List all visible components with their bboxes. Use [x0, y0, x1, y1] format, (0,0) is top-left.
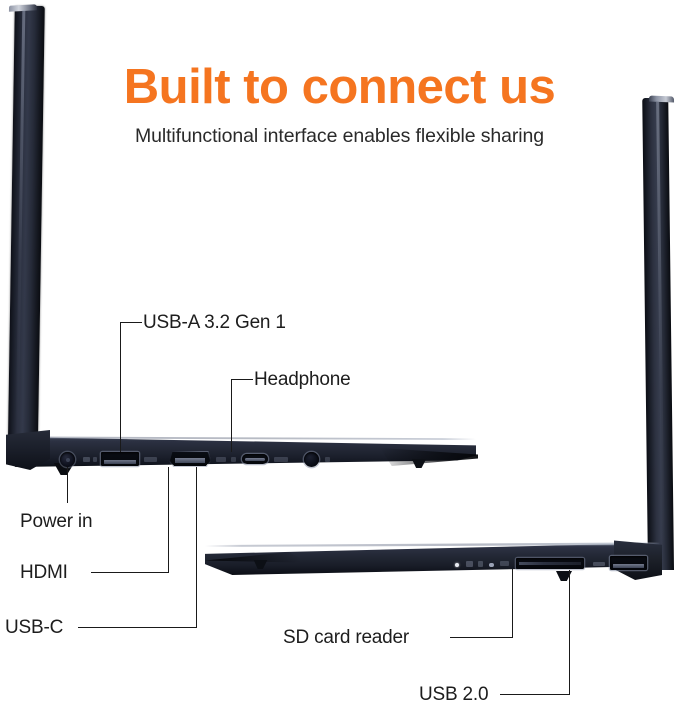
- power-in-port-pin: [65, 457, 70, 462]
- callout-label-usb-2: USB 2.0: [419, 684, 489, 705]
- leader-line-sd-vertical: [512, 569, 514, 638]
- port-icon-power: [83, 457, 90, 462]
- port-icon-power-led: [466, 561, 473, 567]
- headphone-jack: [304, 452, 319, 467]
- callout-label-headphone: Headphone: [254, 369, 351, 390]
- port-icon-small: [231, 457, 236, 462]
- leader-line-hdmi-horizontal: [91, 572, 169, 574]
- leader-line-power-in-vertical: [67, 467, 69, 503]
- callout-label-usb-c: USB-C: [5, 617, 64, 638]
- leader-line-hdmi-vertical: [168, 467, 170, 573]
- laptop-left-side-profile: [6, 4, 478, 475]
- laptop-foot-right-front: [253, 560, 268, 569]
- leader-line-headphone-vertical: [231, 379, 233, 452]
- leader-line-usb-c-vertical: [196, 467, 198, 628]
- status-led-secondary: [489, 562, 494, 567]
- leader-line-headphone-horizontal: [231, 379, 253, 381]
- laptop-base-taper-right: [205, 552, 300, 563]
- laptop-foot-left-rear: [411, 459, 427, 468]
- leader-line-usb-2-horizontal: [500, 694, 570, 696]
- laptop-base-edge-right: [205, 542, 660, 547]
- port-icon-usb-a: [144, 457, 157, 462]
- page-title: Built to connect us: [123, 60, 556, 114]
- usb-c-port-tongue: [245, 457, 265, 461]
- sd-card-reader-inner: [519, 562, 581, 565]
- port-icon-drive-led: [478, 561, 483, 567]
- laptop-base-edge-left: [6, 436, 476, 440]
- port-icon-usb-2: [593, 562, 605, 566]
- page-subtitle: Multifunctional interface enables flexib…: [134, 125, 545, 147]
- callout-label-hdmi: HDMI: [20, 562, 68, 583]
- leader-line-usb-2-vertical: [569, 570, 571, 695]
- callout-label-sd-card-reader: SD card reader: [283, 627, 410, 648]
- port-icon-hdmi: [216, 457, 226, 462]
- hdmi-port-tongue: [175, 458, 205, 463]
- leader-line-usb-a-horizontal: [120, 322, 142, 324]
- port-icon-headphone: [325, 457, 330, 462]
- callout-label-power-in: Power in: [20, 511, 93, 532]
- laptop-lid-top-bevel-right: [648, 95, 675, 103]
- status-led-indicator: [455, 563, 459, 567]
- laptop-foot-right: [556, 571, 572, 581]
- port-icon-sd: [500, 561, 509, 566]
- usb-a-port-tongue: [104, 459, 136, 464]
- leader-line-sd-horizontal: [450, 637, 513, 639]
- port-icon-indicator: [93, 457, 97, 462]
- leader-line-usb-c-horizontal: [78, 627, 197, 629]
- usb-2-port-tongue: [613, 563, 644, 568]
- callout-label-usb-a: USB-A 3.2 Gen 1: [143, 312, 286, 333]
- port-icon-usb-c: [274, 457, 288, 462]
- leader-line-usb-a-vertical: [120, 322, 122, 452]
